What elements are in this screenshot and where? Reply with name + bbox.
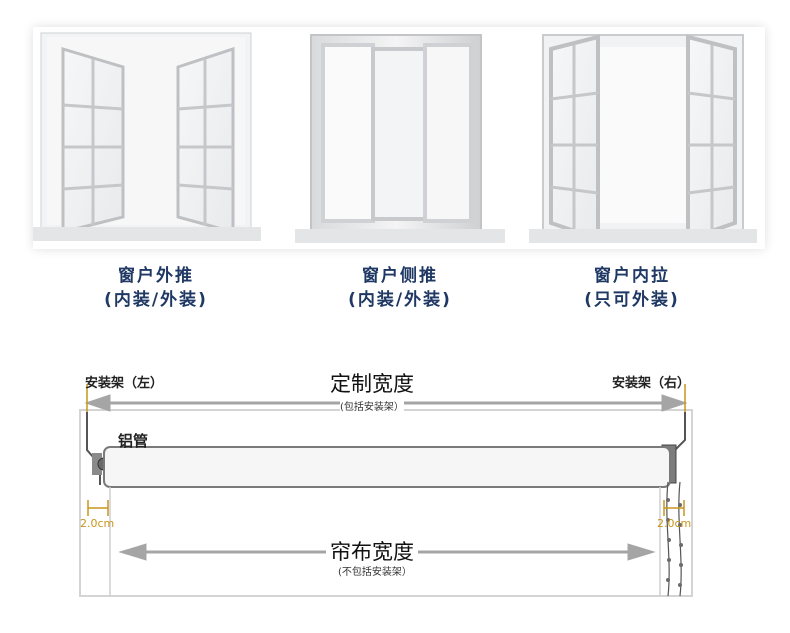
window-inward-illustration [529, 34, 757, 243]
window-types-illustration [33, 32, 757, 243]
window-note: (内装/外装) [104, 290, 208, 310]
window-note: (内装/外装) [348, 290, 452, 310]
gap-right-label: 2.0cm [657, 517, 692, 530]
window-outward-illustration [33, 32, 261, 241]
window-caption-inward: 窗户内拉 (只可外装) [522, 264, 742, 312]
gap-left-label: 2.0cm [80, 517, 115, 530]
window-title: 窗户侧推 [362, 266, 438, 286]
fabric-width-note: (不包括安装架） [338, 563, 412, 578]
tube-label: 铝管 [118, 432, 149, 450]
bracket-right-label: 安装架（右） [612, 376, 691, 391]
window-types-banner [33, 27, 765, 249]
custom-width-label: 定制宽度 [326, 368, 418, 398]
window-title: 窗户内拉 [594, 266, 670, 286]
window-caption-sliding: 窗户侧推 (内装/外装) [290, 264, 510, 312]
window-note: (只可外装) [584, 290, 680, 310]
window-sliding-illustration [295, 34, 505, 243]
bracket-left-label: 安装架（左） [85, 376, 164, 391]
window-caption-outward: 窗户外推 (内装/外装) [46, 264, 266, 312]
window-title: 窗户外推 [118, 266, 194, 286]
fabric-width-label: 帘布宽度 [326, 536, 418, 566]
custom-width-note: (包括安装架） [340, 398, 404, 413]
